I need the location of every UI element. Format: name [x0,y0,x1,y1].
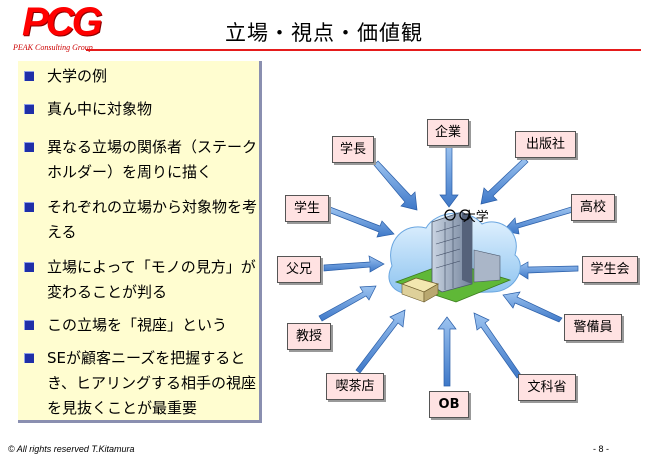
arrow-from-kigyo [439,144,459,208]
bullet-text: 大学の例 [47,67,108,85]
logo-subtitle: PEAK Consulting Group [13,43,93,52]
arrow-from-gakusei [327,206,395,238]
stakeholder-kyoju: 教授 [287,323,331,350]
bullet-square-icon [24,142,34,152]
bullet-text: この立場を「視座」という [47,316,228,334]
arrow-from-gakuseikai [513,261,579,280]
bullet-text: それぞれの立場から対象物を考える [47,198,258,241]
university-building-icon [388,211,521,303]
ring-marks-icon [444,209,471,221]
bullet-panel [18,61,262,423]
logo: PCG [22,0,103,44]
page-title: 立場・視点・価値観 [225,21,423,45]
arrow-group [318,144,579,387]
stakeholder-kissaten: 喫茶店 [326,373,384,400]
bullet-text: 立場によって「モノの見方」が変わることが判る [47,258,256,301]
copyright: © All rights reserved T.Kitamura [8,444,135,454]
stakeholder-koko: 高校 [571,194,615,221]
center-name: 大学 [462,210,489,225]
stakeholder-monkasho: 文科省 [518,374,576,401]
stakeholder-ob: OB [429,391,469,418]
arrow-from-gakucho [373,160,418,211]
arrow-from-shuppansha [480,157,529,205]
arrow-from-kissaten [355,309,406,374]
page-number: - 8 - [593,444,610,454]
stakeholder-gakucho: 学長 [332,136,374,163]
bullet-square-icon [24,104,34,114]
bullet-square-icon [24,262,34,272]
arrow-from-keibiin [502,291,563,323]
arrow-from-ob [437,316,457,387]
bullet-square-icon [24,202,34,212]
arrow-from-koko [502,206,574,235]
title-divider [86,49,641,51]
stakeholder-gakuseikai: 学生会 [582,256,638,283]
bullet-square-icon [24,353,34,363]
center-label: ○○大学 [440,206,489,225]
bullet-text: 真ん中に対象物 [47,100,153,118]
bullet-square-icon [24,320,34,330]
stakeholder-keibiin: 警備員 [564,314,622,341]
stakeholder-shuppansha: 出版社 [515,131,576,158]
stakeholder-kigyo: 企業 [427,119,469,146]
arrow-from-fukei [323,255,385,273]
stakeholder-fukei: 父兄 [277,256,321,283]
arrow-from-kyoju [318,285,377,322]
bullet-text: SEが顧客ニーズを把握するとき、ヒアリングする相手の視座を見抜くことが最重要 [47,349,256,417]
arrow-from-monkasho [473,312,522,379]
stakeholder-gakusei: 学生 [285,195,329,222]
bullet-square-icon [24,71,34,81]
bullet-text: 異なる立場の関係者（ステークホルダー）を周りに描く [47,138,258,181]
